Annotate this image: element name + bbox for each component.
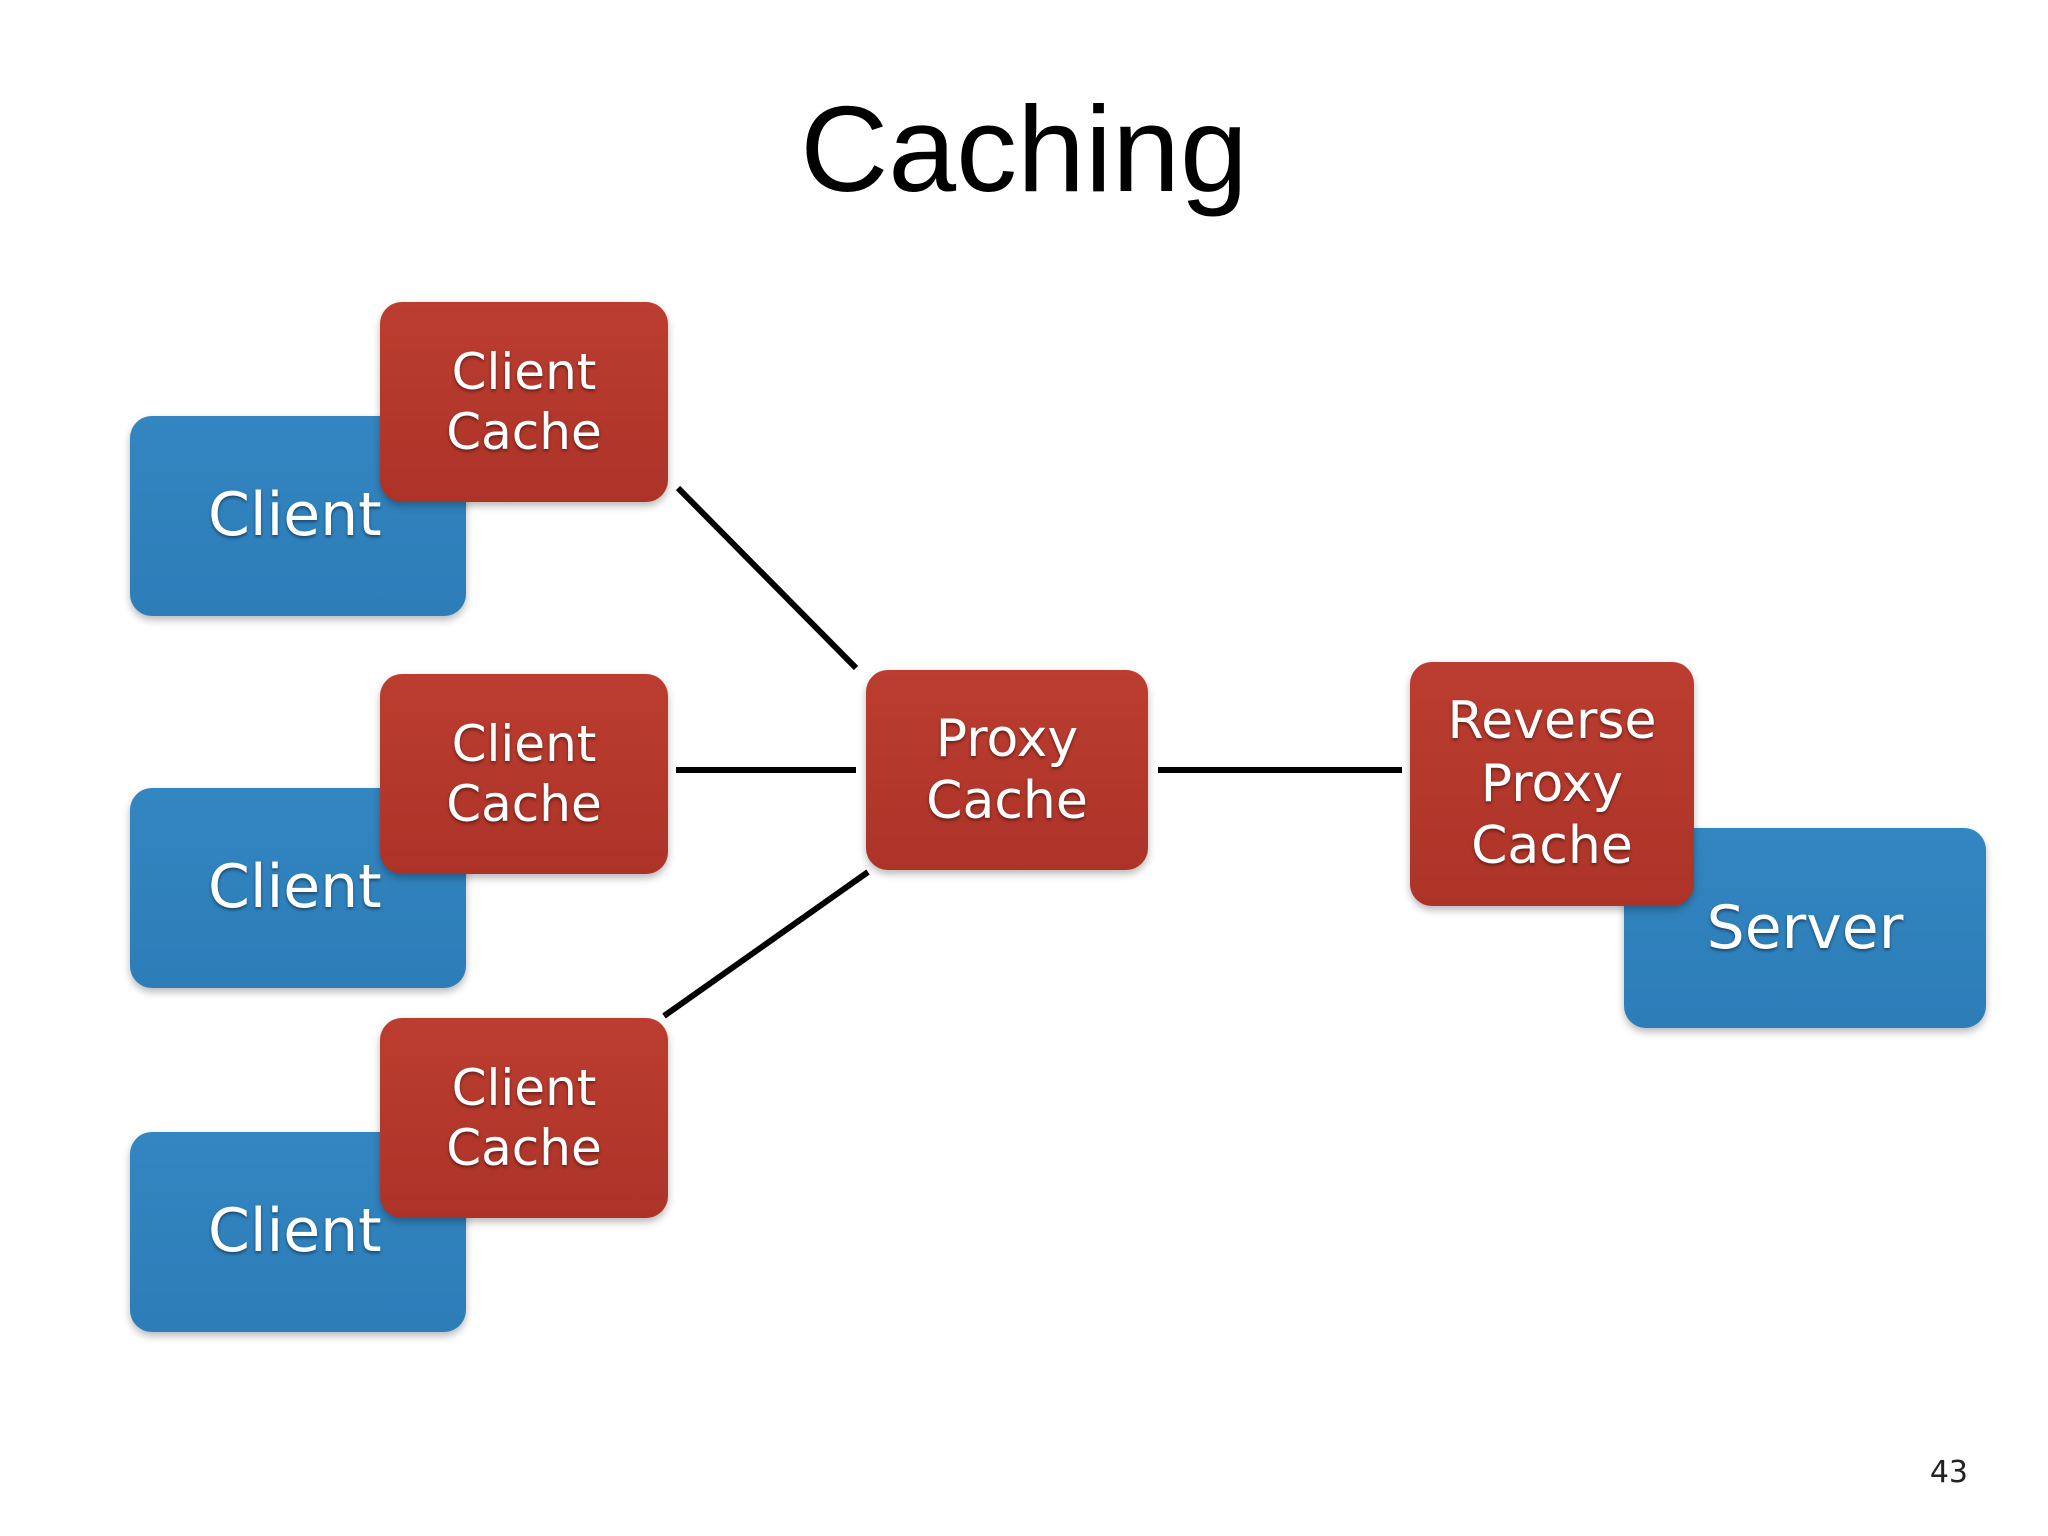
proxy-cache-node: Proxy Cache (866, 670, 1148, 870)
server-label: Server (1706, 893, 1904, 963)
client-label-1: Client (208, 480, 382, 550)
connector-cache3-proxy (662, 869, 870, 1019)
client-node-1: Client (130, 416, 466, 616)
client-label-2: Client (208, 852, 382, 922)
page-number: 43 (1929, 1455, 1968, 1490)
connector-cache1-proxy (675, 485, 859, 671)
client-cache-node-1: Client Cache (380, 302, 668, 502)
client-cache-node-3: Client Cache (380, 1018, 668, 1218)
slide-title: Caching (800, 81, 1248, 217)
reverse-proxy-cache-node: Reverse Proxy Cache (1410, 662, 1694, 906)
client-cache-node-2: Client Cache (380, 674, 668, 874)
client-label-3: Client (208, 1196, 382, 1266)
